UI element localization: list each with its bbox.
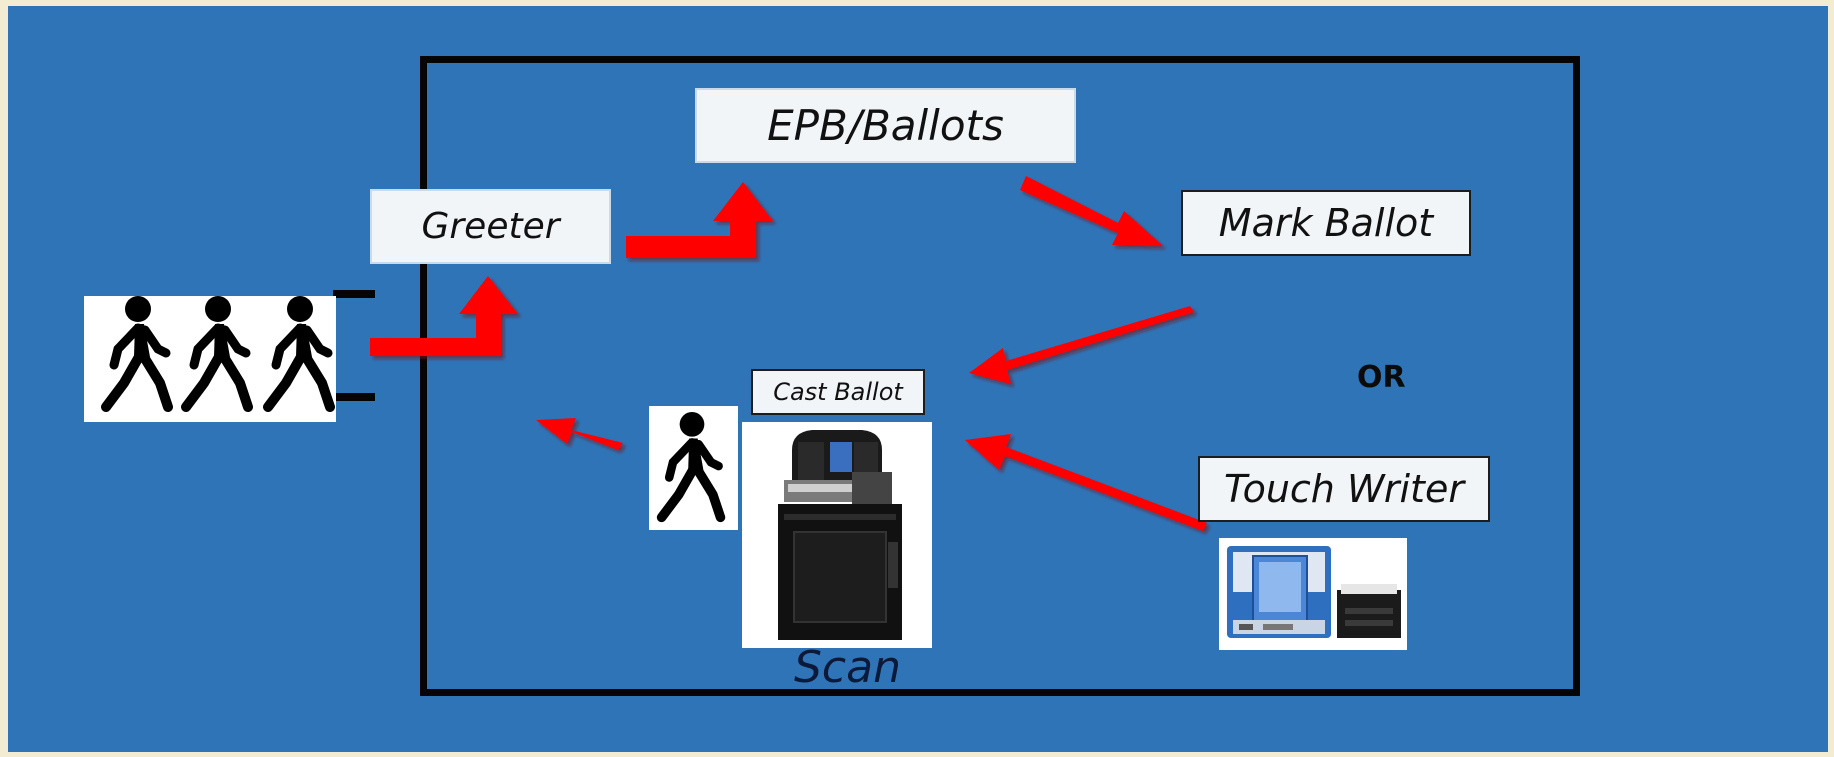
touch-writer-image [1219, 538, 1407, 650]
touch-writer-label: Touch Writer [1198, 456, 1490, 522]
arrow-to-greeter [370, 276, 518, 356]
exiting-voter-icon [649, 406, 738, 530]
mark-ballot-label: Mark Ballot [1181, 190, 1471, 256]
entrance-marker-bottom [333, 393, 375, 401]
polling-place-boundary [420, 56, 1580, 696]
scan-label: Scan [794, 642, 901, 693]
arrow-to-mark-ballot [1020, 176, 1163, 246]
arrow-touch-writer-to-scan [965, 434, 1207, 531]
arrow-exit [536, 418, 623, 450]
epb-ballots-label: EPB/Ballots [695, 88, 1076, 163]
arrow-to-epb [626, 182, 773, 258]
cast-ballot-label: Cast Ballot [751, 369, 925, 415]
greeter-label: Greeter [370, 189, 611, 264]
or-label: OR [1357, 360, 1406, 395]
arrow-mark-ballot-to-scan [969, 306, 1194, 384]
ballot-scanner-image [742, 422, 932, 648]
voter-queue-icon [84, 296, 336, 422]
entrance-marker-top [333, 290, 375, 298]
